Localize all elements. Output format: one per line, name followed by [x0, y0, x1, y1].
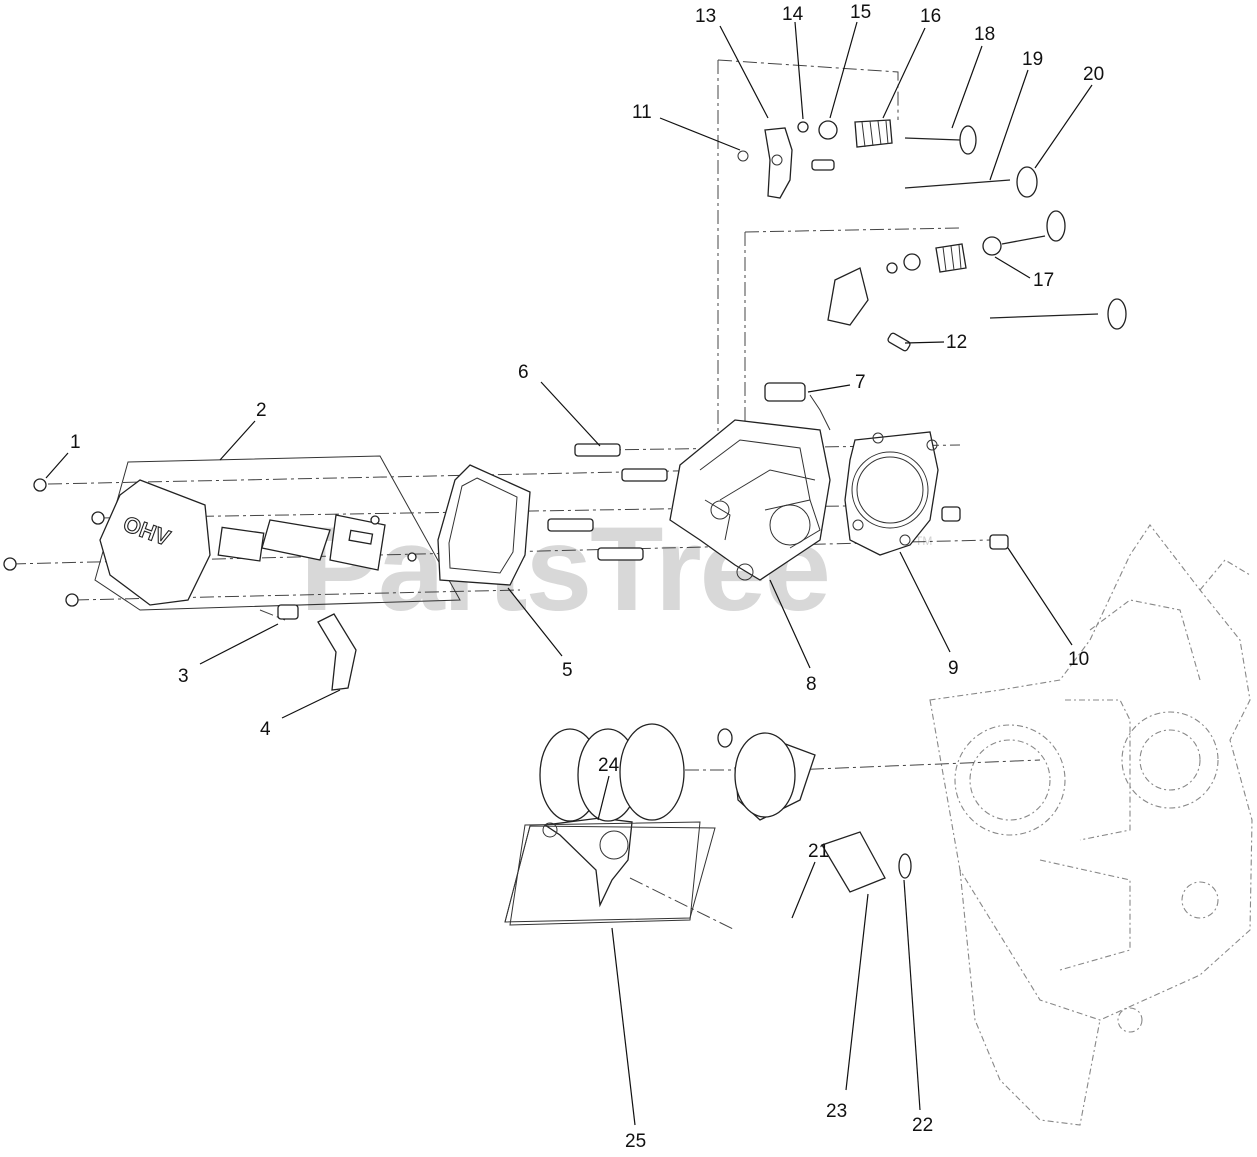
callout-14: 14: [782, 4, 804, 25]
callout-8: 8: [806, 674, 817, 695]
callout-2: 2: [256, 400, 267, 421]
callout-6: 6: [518, 362, 529, 383]
callout-25: 25: [625, 1131, 646, 1152]
callout-19: 19: [1022, 49, 1043, 70]
crankcase-outline: [929, 524, 1253, 1126]
callout-21: 21: [808, 841, 829, 862]
callout-labels: 1 2 3 4 5 6 7 8 9 10 11 12 13 14 15 16 1…: [70, 2, 1104, 1152]
upper-valve-train: [737, 119, 1038, 199]
valve-cover-group: OHV: [94, 455, 461, 611]
head-gasket: [844, 431, 939, 556]
callout-10: 10: [1068, 649, 1089, 670]
callout-17: 17: [1033, 270, 1054, 291]
piston-assembly: [717, 728, 912, 893]
watermark: PartsTree TM: [300, 502, 932, 636]
callout-15: 15: [850, 2, 871, 23]
callout-9: 9: [948, 658, 959, 679]
callout-3: 3: [178, 666, 189, 687]
callout-7: 7: [855, 372, 866, 393]
head-bolts: [547, 443, 668, 561]
piston-rings: [504, 723, 716, 926]
dowel-pin: [941, 506, 961, 522]
connecting-rod: [542, 817, 633, 908]
lower-valve-train: [827, 210, 1127, 352]
watermark-trademark: TM: [915, 534, 932, 548]
callout-18: 18: [974, 24, 995, 45]
callout-22: 22: [912, 1115, 933, 1136]
callout-13: 13: [695, 6, 716, 27]
callout-4: 4: [260, 719, 271, 740]
leader-lines: [45, 21, 1093, 1126]
callout-12: 12: [946, 332, 967, 353]
breather-hose: [277, 604, 357, 691]
callout-20: 20: [1083, 64, 1104, 85]
cover-screws: [3, 478, 417, 607]
callout-23: 23: [826, 1101, 847, 1122]
callout-16: 16: [920, 6, 941, 27]
dowel-pin: [989, 534, 1009, 550]
callout-1: 1: [70, 432, 81, 453]
cylinder-head: [669, 382, 831, 581]
callout-5: 5: [562, 660, 573, 681]
callout-11: 11: [632, 102, 652, 123]
callout-24: 24: [598, 755, 620, 776]
cover-gasket: [437, 464, 531, 586]
